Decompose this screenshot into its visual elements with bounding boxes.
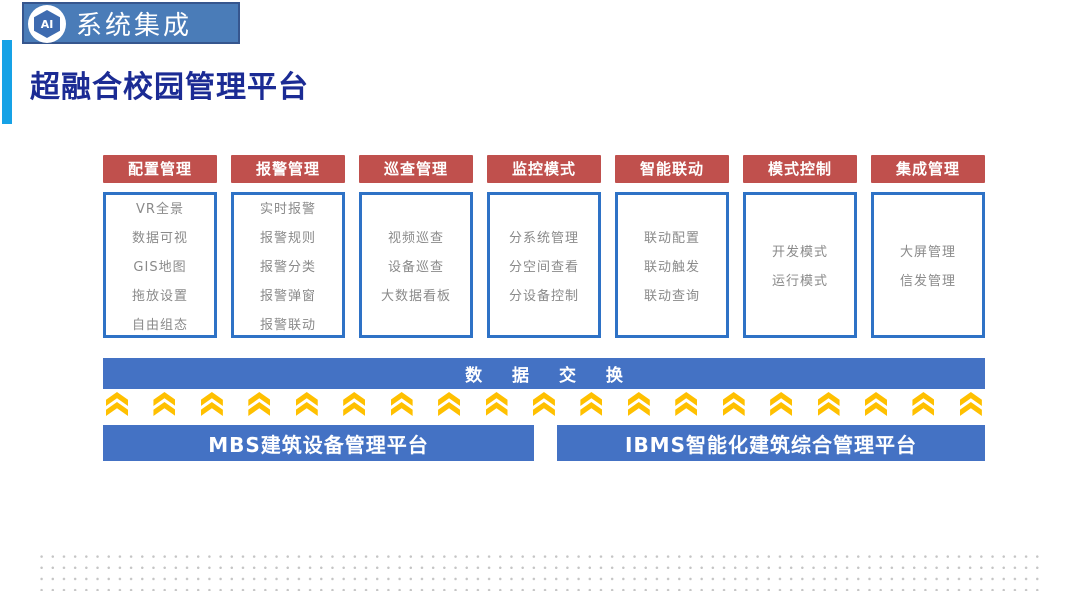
- module-item: 联动触发: [643, 259, 700, 275]
- module-item: 报警联动: [259, 317, 316, 333]
- module-column-linkage: 智能联动 联动配置 联动触发 联动查询: [615, 155, 729, 338]
- data-exchange-label: 数 据 交 换: [465, 366, 635, 386]
- module-item: 大屏管理: [899, 245, 956, 260]
- up-chevron-icon: [532, 392, 555, 416]
- module-item: 设备巡查: [387, 259, 444, 275]
- page-title: 超融合校园管理平台: [30, 70, 309, 105]
- modules-row: 配置管理 VR全景 数据可视 GIS地图 拖放设置 自由组态 报警管理 实时报警…: [103, 155, 985, 338]
- module-item: 报警弹窗: [259, 288, 316, 304]
- module-item: 分系统管理: [508, 230, 579, 246]
- badge-label: 系统集成: [76, 10, 193, 41]
- module-box: 开发模式 运行模式: [743, 192, 857, 338]
- module-box: 联动配置 联动触发 联动查询: [615, 192, 729, 338]
- up-chevron-icon: [153, 392, 176, 416]
- ai-logo-icon: AI: [28, 5, 66, 43]
- module-box: VR全景 数据可视 GIS地图 拖放设置 自由组态: [103, 192, 217, 338]
- up-chevron-icon: [770, 392, 793, 416]
- up-chevron-icon: [627, 392, 650, 416]
- module-header: 配置管理: [103, 155, 217, 183]
- module-box: 视频巡查 设备巡查 大数据看板: [359, 192, 473, 338]
- dots-pattern: [36, 549, 1044, 591]
- module-box: 实时报警 报警规则 报警分类 报警弹窗 报警联动: [231, 192, 345, 338]
- module-box: 大屏管理 信发管理: [871, 192, 985, 338]
- module-header: 集成管理: [871, 155, 985, 183]
- module-item: 大数据看板: [380, 288, 451, 304]
- up-chevron-icon: [438, 392, 461, 416]
- module-column-monitoring: 监控模式 分系统管理 分空间查看 分设备控制: [487, 155, 601, 338]
- platform-bar-ibms: IBMS智能化建筑综合管理平台: [557, 425, 985, 461]
- module-column-inspection: 巡查管理 视频巡查 设备巡查 大数据看板: [359, 155, 473, 338]
- module-item: 实时报警: [259, 201, 316, 217]
- up-chevron-icon: [200, 392, 223, 416]
- up-chevron-icon: [817, 392, 840, 416]
- module-column-config: 配置管理 VR全景 数据可视 GIS地图 拖放设置 自由组态: [103, 155, 217, 338]
- up-chevron-icon: [675, 392, 698, 416]
- data-exchange-bar: 数 据 交 换: [103, 358, 985, 389]
- platform-label: IBMS智能化建筑综合管理平台: [625, 432, 917, 457]
- up-chevron-icon: [390, 392, 413, 416]
- module-item: 联动查询: [643, 288, 700, 304]
- up-chevron-icon: [248, 392, 271, 416]
- module-header: 智能联动: [615, 155, 729, 183]
- module-header: 监控模式: [487, 155, 601, 183]
- up-chevron-icon: [343, 392, 366, 416]
- module-item: GIS地图: [133, 259, 187, 275]
- module-item: 联动配置: [643, 230, 700, 246]
- module-item: 拖放设置: [131, 288, 188, 304]
- module-item: 信发管理: [899, 274, 956, 289]
- up-chevron-icon: [959, 392, 982, 416]
- module-item: 数据可视: [131, 230, 188, 246]
- module-item: 运行模式: [771, 274, 828, 289]
- module-item: 开发模式: [771, 245, 828, 260]
- up-chevron-icon: [485, 392, 508, 416]
- title-accent-bar: [2, 40, 12, 124]
- module-header: 模式控制: [743, 155, 857, 183]
- arrows-row: [106, 392, 982, 420]
- up-chevron-icon: [865, 392, 887, 416]
- up-chevron-icon: [722, 392, 745, 416]
- up-chevron-icon: [912, 392, 935, 416]
- module-header: 报警管理: [231, 155, 345, 183]
- module-header: 巡查管理: [359, 155, 473, 183]
- up-chevron-icon: [580, 392, 603, 416]
- module-column-alarm: 报警管理 实时报警 报警规则 报警分类 报警弹窗 报警联动: [231, 155, 345, 338]
- module-item: 分空间查看: [508, 259, 579, 275]
- module-item: 报警分类: [259, 259, 316, 275]
- platforms-row: MBS建筑设备管理平台 IBMS智能化建筑综合管理平台: [103, 425, 985, 461]
- module-column-integration: 集成管理 大屏管理 信发管理: [871, 155, 985, 338]
- up-chevron-icon: [106, 392, 128, 416]
- platform-label: MBS建筑设备管理平台: [208, 432, 429, 457]
- up-chevron-icon: [295, 392, 318, 416]
- module-item: VR全景: [136, 201, 184, 217]
- module-item: 自由组态: [131, 317, 188, 333]
- app-badge: AI 系统集成: [22, 2, 240, 44]
- module-item: 分设备控制: [508, 288, 579, 304]
- platform-bar-mbs: MBS建筑设备管理平台: [103, 425, 534, 461]
- ai-hexagon-icon: AI: [34, 10, 60, 38]
- module-item: 视频巡查: [387, 230, 444, 246]
- module-box: 分系统管理 分空间查看 分设备控制: [487, 192, 601, 338]
- module-column-mode: 模式控制 开发模式 运行模式: [743, 155, 857, 338]
- module-item: 报警规则: [259, 230, 316, 246]
